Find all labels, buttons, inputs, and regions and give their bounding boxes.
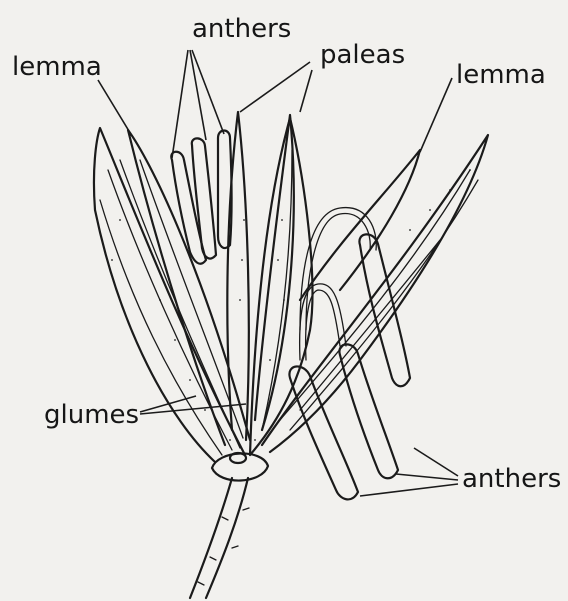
label-glumes: glumes <box>44 402 139 428</box>
stem <box>190 478 248 598</box>
leader-lines <box>98 50 458 496</box>
label-lemma-left: lemma <box>12 54 102 80</box>
palea-right <box>255 115 294 430</box>
label-paleas: paleas <box>320 42 405 68</box>
glume-right <box>250 118 312 455</box>
label-anthers-top: anthers <box>192 16 291 42</box>
base-node <box>212 453 268 480</box>
label-lemma-right: lemma <box>456 62 546 88</box>
label-anthers-bottom: anthers <box>462 466 561 492</box>
anther-top-2 <box>192 138 216 258</box>
